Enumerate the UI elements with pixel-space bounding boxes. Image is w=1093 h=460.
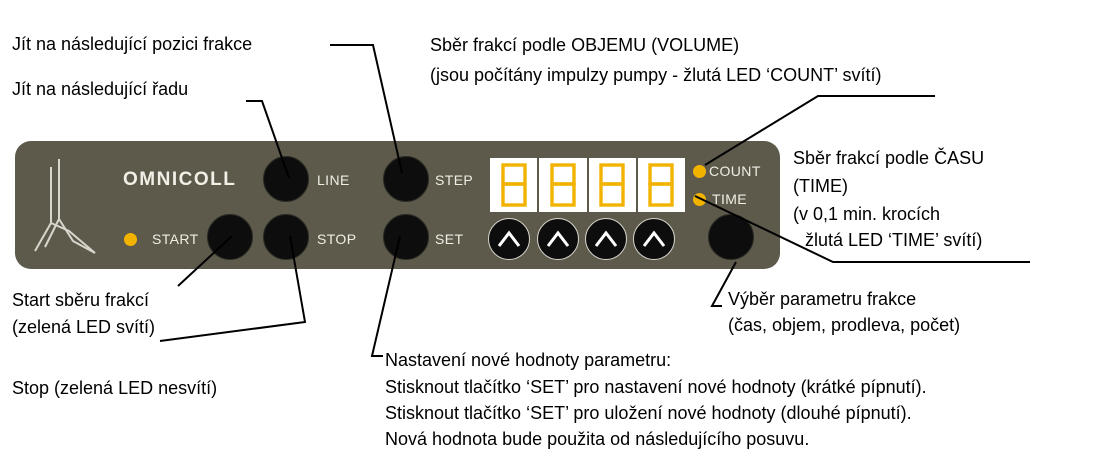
step-button[interactable]: [383, 156, 429, 202]
digit-8-icon: [500, 163, 527, 207]
digit-4-up-button[interactable]: [633, 218, 675, 260]
up-arrow-icon: [497, 230, 521, 247]
start-label: START: [152, 231, 199, 247]
stop-button[interactable]: [263, 214, 309, 260]
label-next-position: Jít na následující pozici frakce: [12, 34, 253, 54]
label-set-3: Stisknout tlačítko ‘SET’ pro uložení nov…: [385, 403, 912, 423]
count-label: COUNT: [709, 163, 761, 179]
seven-segment-display: [490, 158, 685, 212]
up-arrow-icon: [642, 230, 666, 247]
display-digit: [490, 158, 540, 212]
label-stop: Stop (zelená LED nesvítí): [12, 378, 218, 398]
brand-name: OMNICOLL: [123, 169, 237, 190]
step-label: STEP: [435, 172, 474, 188]
label-param-2: (čas, objem, prodleva, počet): [728, 315, 961, 335]
parameter-select-button[interactable]: [708, 214, 754, 260]
label-set-4: Nová hodnota bude použita od následující…: [385, 429, 810, 449]
digit-8-icon: [599, 163, 625, 207]
label-set-2: Stisknout tlačítko ‘SET’ pro nastavení n…: [385, 377, 927, 397]
start-led: [124, 233, 137, 246]
label-time-3: (v 0,1 min. krocích: [793, 204, 941, 224]
label-time-1: Sběr frakcí podle ČASU: [793, 148, 985, 168]
up-arrow-icon: [546, 230, 570, 247]
label-time-2: (TIME): [793, 176, 848, 196]
omnicoll-logo-icon: [34, 159, 96, 254]
digit-8-icon: [550, 163, 576, 207]
count-led: [693, 165, 706, 178]
stop-label: STOP: [317, 231, 357, 247]
label-param-1: Výběr parametru frakce: [728, 289, 917, 309]
label-volume-2: (jsou počítány impulzy pumpy - žlutá LED…: [430, 65, 882, 85]
label-time-4: žlutá LED ‘TIME’ svítí): [805, 230, 983, 250]
label-next-row: Jít na následující řadu: [12, 79, 189, 99]
device-panel: OMNICOLL LINE STEP COUNT TIME START STOP…: [15, 141, 780, 269]
set-button[interactable]: [383, 214, 429, 260]
display-digit: [588, 158, 638, 212]
digit-8-icon: [648, 163, 675, 207]
set-label: SET: [435, 231, 464, 247]
line-label: LINE: [317, 172, 350, 188]
time-label: TIME: [712, 191, 748, 207]
label-volume-1: Sběr frakcí podle OBJEMU (VOLUME): [430, 35, 740, 55]
time-led: [693, 193, 706, 206]
line-button[interactable]: [263, 156, 309, 202]
label-set-1: Nastavení nové hodnoty parametru:: [385, 350, 672, 370]
label-start-1: Start sběru frakcí: [12, 290, 150, 310]
display-digit: [539, 158, 589, 212]
digit-3-up-button[interactable]: [585, 218, 627, 260]
digit-2-up-button[interactable]: [537, 218, 579, 260]
digit-1-up-button[interactable]: [488, 218, 530, 260]
label-start-2: (zelená LED svítí): [12, 317, 156, 337]
display-digit: [637, 158, 685, 212]
start-button[interactable]: [207, 214, 253, 260]
up-arrow-icon: [594, 230, 618, 247]
